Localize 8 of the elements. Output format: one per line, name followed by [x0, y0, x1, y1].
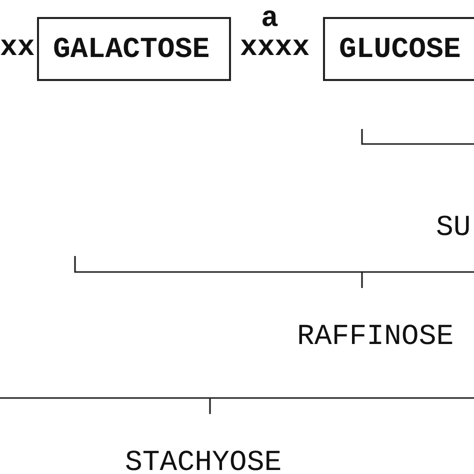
linkage-mark: xx: [0, 33, 35, 62]
sugar-box: GALACTOSE: [37, 17, 231, 81]
sugar-name: SU: [436, 213, 471, 242]
sugar-box: GLUCOSE: [323, 17, 474, 81]
linkage-mark: xxxx: [240, 33, 310, 62]
linkage-label: a: [261, 4, 278, 33]
sugar-name: STACHYOSE: [125, 448, 282, 474]
sugar-name: RAFFINOSE: [297, 322, 454, 351]
